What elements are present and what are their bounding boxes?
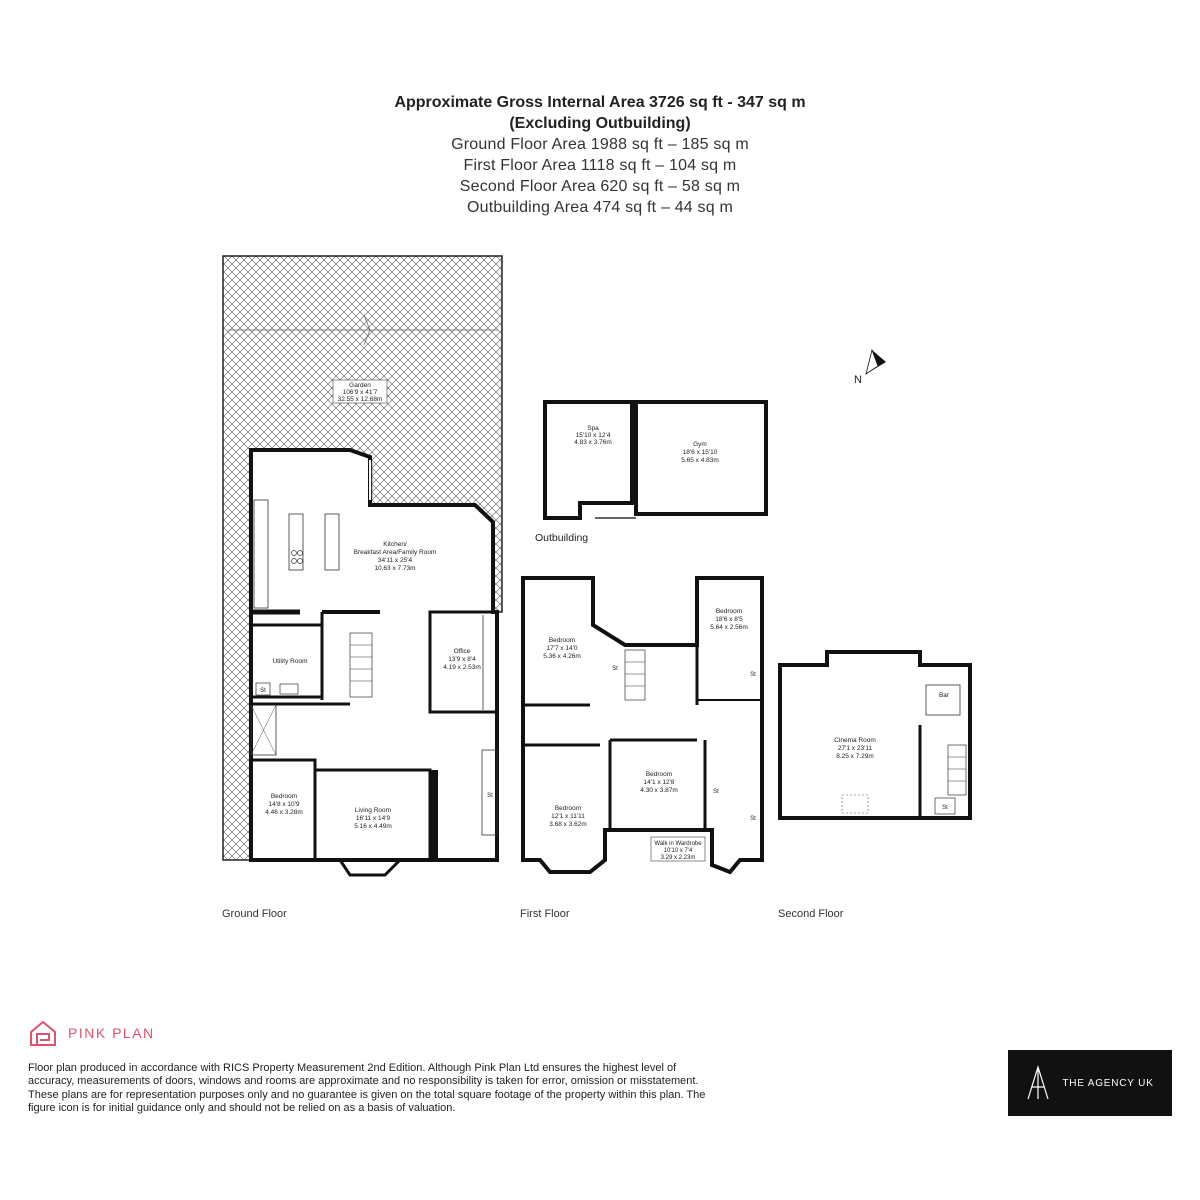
garden-imperial: 106'9 x 41'7 <box>343 389 378 396</box>
first-bed2-storage: St <box>750 672 756 678</box>
second-storage: St <box>942 805 948 811</box>
outbuilding-label: Outbuilding <box>535 532 588 544</box>
north-arrow <box>865 348 886 375</box>
living-metric: 5.16 x 4.49m <box>354 823 392 830</box>
first-bed1-storage: St <box>612 666 618 672</box>
cinema-imperial: 27'1 x 23'11 <box>838 745 873 752</box>
ground-floor-area: Ground Floor Area 1988 sq ft – 185 sq m <box>451 136 749 153</box>
first-bed3-storage: St <box>713 789 719 795</box>
kitchen-name: Kitchen/ <box>383 541 407 548</box>
wardrobe-imperial: 10'10 x 7'4 <box>664 848 693 854</box>
spa-imperial: 15'10 x 12'4 <box>576 432 611 439</box>
spa-name: Spa <box>587 425 599 432</box>
garden-name: Garden <box>349 382 371 389</box>
first-floor-label: First Floor <box>520 908 570 920</box>
excluding-note: (Excluding Outbuilding) <box>509 115 691 132</box>
kitchen-name-2: Breakfast Area/Family Room <box>354 549 437 556</box>
second-floor-label: Second Floor <box>778 908 844 920</box>
first-bed3-name: Bedroom <box>646 771 672 778</box>
wardrobe-metric: 3.29 x 2.23m <box>661 855 696 861</box>
first-bed4-metric: 3.68 x 3.62m <box>549 821 587 828</box>
gym-imperial: 18'6 x 15'10 <box>683 449 718 456</box>
first-bed3-metric: 4.30 x 3.87m <box>640 787 678 794</box>
first-bed3-imperial: 14'1 x 12'8 <box>643 779 674 786</box>
first-bed2-metric: 5.64 x 2.56m <box>710 624 748 631</box>
utility-name: Utility Room <box>272 658 307 665</box>
wardrobe-storage: St <box>750 816 756 822</box>
first-bed1-imperial: 17'7 x 14'0 <box>546 645 577 652</box>
area-summary: Approximate Gross Internal Area 3726 sq … <box>0 92 1200 218</box>
living-name: Living Room <box>355 807 391 814</box>
pink-plan-name: PINK PLAN <box>68 1025 155 1041</box>
first-bed4-imperial: 12'1 x 11'11 <box>551 813 585 820</box>
ground-floor-plan: Garden 106'9 x 41'7 32.55 x 12.68m Kitch… <box>222 255 503 877</box>
kitchen-imperial: 34'11 x 25'4 <box>378 557 413 564</box>
agency-name: THE AGENCY UK <box>1062 1077 1154 1089</box>
gym-name: Gym <box>693 441 707 448</box>
first-floor-plan: Bedroom 17'7 x 14'0 5.36 x 4.26m St Bedr… <box>521 576 764 875</box>
disclaimer-text: Floor plan produced in accordance with R… <box>28 1062 706 1115</box>
outbuilding-area: Outbuilding Area 474 sq ft – 44 sq m <box>466 199 734 216</box>
garden-metric: 32.55 x 12.68m <box>338 396 383 403</box>
kitchen-metric: 10.63 x 7.73m <box>374 565 415 572</box>
ground-bedroom-name: Bedroom <box>271 793 297 800</box>
spa-metric: 4.83 x 3.76m <box>574 439 612 446</box>
agency-logo-block: THE AGENCY UK <box>1008 1050 1172 1116</box>
outbuilding-plan: Spa 15'10 x 12'4 4.83 x 3.76m Gym 18'6 x… <box>535 400 768 544</box>
pink-plan-logo-icon <box>30 1020 56 1046</box>
north-label: N <box>854 374 862 386</box>
cinema-metric: 8.25 x 7.29m <box>836 753 874 760</box>
wardrobe-name: Walk in Wardrobe <box>654 841 702 847</box>
ground-bedroom-metric: 4.46 x 3.28m <box>265 809 303 816</box>
second-floor-plan: Bar St Cinema Room 27'1 x 23'11 8.25 x 7… <box>778 650 972 820</box>
first-bed1-metric: 5.36 x 4.26m <box>543 653 581 660</box>
ground-floor-label: Ground Floor <box>222 908 287 920</box>
wardrobe-label-box <box>650 836 706 862</box>
ground-bedroom-imperial: 14'8 x 10'9 <box>268 801 299 808</box>
office-name: Office <box>454 648 471 655</box>
living-imperial: 16'11 x 14'9 <box>356 815 391 822</box>
second-floor-area: Second Floor Area 620 sq ft – 58 sq m <box>459 178 741 195</box>
first-floor-area: First Floor Area 1118 sq ft – 104 sq m <box>463 157 737 174</box>
office-imperial: 13'9 x 8'4 <box>448 656 476 663</box>
pink-plan-brand: PINK PLAN <box>28 1018 155 1048</box>
cinema-name: Cinema Room <box>834 737 876 744</box>
first-bed4-name: Bedroom <box>555 805 581 812</box>
gym-metric: 5.65 x 4.83m <box>681 457 719 464</box>
bar-name: Bar <box>939 692 950 699</box>
agency-logo-icon <box>1027 1065 1049 1100</box>
first-bed2-name: Bedroom <box>716 608 742 615</box>
hall-storage-label: St <box>487 793 493 799</box>
office-metric: 4.19 x 2.53m <box>443 664 481 671</box>
garden-label-box <box>332 379 388 404</box>
first-bed2-imperial: 18'6 x 8'5 <box>715 616 743 623</box>
utility-storage-label: St <box>260 688 266 694</box>
gross-area-title: Approximate Gross Internal Area 3726 sq … <box>394 94 806 111</box>
first-bed1-name: Bedroom <box>549 637 575 644</box>
